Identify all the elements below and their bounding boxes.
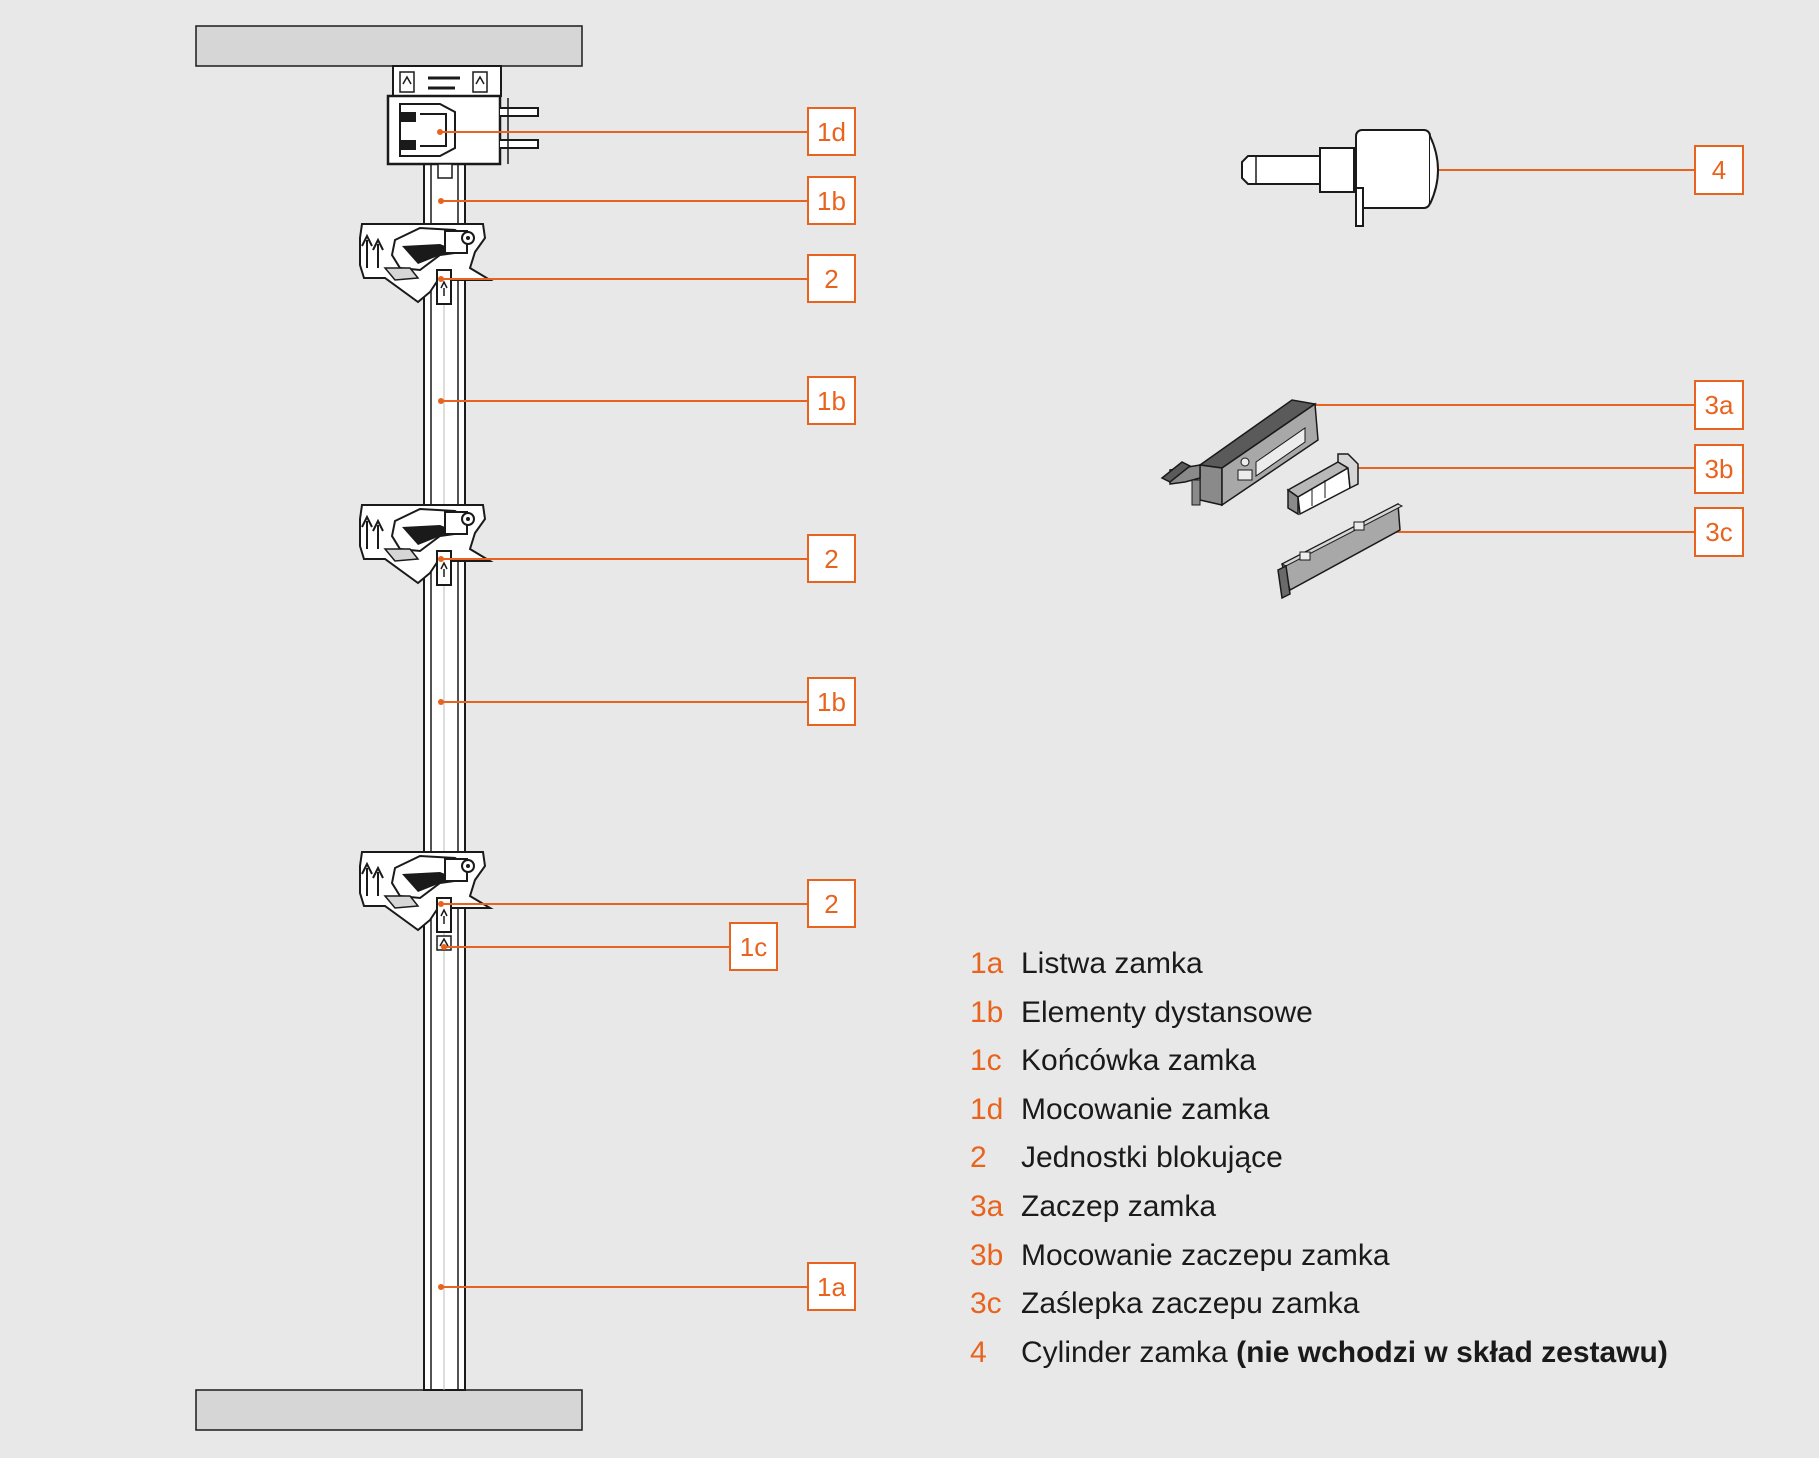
- cabinet-bottom-panel: [195, 1389, 583, 1431]
- legend-text: Listwa zamka: [1021, 947, 1203, 980]
- callout-box-2-mid: [807, 534, 856, 583]
- callout-box-1c: [729, 922, 778, 971]
- legend-text: Jednostki blokujące: [1021, 1141, 1283, 1175]
- legend-code: 3c: [970, 1287, 1002, 1321]
- legend-text: Mocowanie zamka: [1021, 1092, 1270, 1126]
- legend-code: 3b: [970, 1238, 1004, 1272]
- callout-label-1a: 1a: [817, 1272, 846, 1302]
- legend-text: Końcówka zamka: [1021, 1044, 1257, 1078]
- striker-cap: [1277, 502, 1404, 600]
- callout-box-2-low: [807, 879, 856, 928]
- callout-label-3b: 3b: [1705, 454, 1734, 484]
- callout-label-2-mid: 2: [824, 544, 838, 574]
- striker-mounting: [1286, 453, 1359, 516]
- callout-box-3b: [1694, 444, 1744, 494]
- legend-text: Zaczep zamka: [1021, 1189, 1217, 1223]
- legend-code: 1c: [970, 1044, 1002, 1078]
- callout-box-1d: [807, 107, 856, 156]
- legend-item-4: 4 Cylinder zamka (nie wchodzi w skład zes…: [970, 1329, 1668, 1378]
- legend-text: Zaślepka zaczepu zamka: [1021, 1287, 1360, 1321]
- legend-code: 1d: [970, 1092, 1004, 1126]
- callout-label-1c: 1c: [740, 932, 767, 962]
- callout-box-1b-mid: [807, 376, 856, 425]
- legend-code: 1b: [970, 995, 1004, 1029]
- callout-label-2-low: 2: [824, 889, 838, 919]
- parts-legend: 1a Listwa zamka 1b Elementy dystansowe 1c K…: [970, 940, 1668, 1377]
- legend-text: Cylinder zamka: [1021, 1335, 1228, 1369]
- callout-box-2-top: [807, 254, 856, 303]
- lock-cylinder: [1241, 129, 1439, 227]
- callout-box-3c: [1694, 507, 1744, 557]
- locking-unit-middle: [359, 504, 491, 586]
- callout-box-1b-top: [807, 176, 856, 225]
- legend-item-1d: 1d Mocowanie zamka: [970, 1086, 1668, 1135]
- callout-box-1a: [807, 1262, 856, 1311]
- cabinet-top-panel: [195, 25, 583, 67]
- callout-label-1d: 1d: [817, 117, 846, 147]
- callout-label-2-top: 2: [824, 264, 838, 294]
- legend-code: 4: [970, 1335, 987, 1369]
- callout-box-3a: [1694, 380, 1744, 430]
- lock-striker: [1160, 399, 1319, 507]
- legend-item-1b: 1b Elementy dystansowe: [970, 989, 1668, 1038]
- legend-item-2: 2 Jednostki blokujące: [970, 1134, 1668, 1183]
- callout-label-1b-mid: 1b: [817, 386, 846, 416]
- callout-box-4: [1694, 145, 1744, 195]
- legend-code: 1a: [970, 947, 1004, 980]
- legend-code: 3a: [970, 1189, 1004, 1223]
- legend-item-3c: 3c Zaślepka zaczepu zamka: [970, 1280, 1668, 1329]
- locking-unit-lower: [359, 851, 491, 933]
- callout-label-4: 4: [1712, 155, 1726, 185]
- legend-item-3b: 3b Mocowanie zaczepu zamka: [970, 1232, 1668, 1281]
- callout-label-3c: 3c: [1705, 517, 1732, 547]
- legend-item-3a: 3a Zaczep zamka: [970, 1183, 1668, 1232]
- callout-label-1b-top: 1b: [817, 186, 846, 216]
- legend-text: Elementy dystansowe: [1021, 995, 1313, 1029]
- locking-unit-top: [359, 223, 491, 305]
- callout-box-1b-low: [807, 677, 856, 726]
- lock-bar: [423, 159, 466, 1391]
- legend-text: Mocowanie zaczepu zamka: [1021, 1238, 1390, 1272]
- callout-label-3a: 3a: [1705, 390, 1734, 420]
- legend-code: 2: [970, 1141, 987, 1175]
- legend-item-1a: 1a Listwa zamka: [970, 940, 1668, 989]
- lock-mount-bracket: [386, 65, 539, 179]
- callout-label-1b-low: 1b: [817, 687, 846, 717]
- legend-note: (nie wchodzi w skład zestawu): [1236, 1335, 1668, 1369]
- legend-item-1c: 1c Końcówka zamka: [970, 1037, 1668, 1086]
